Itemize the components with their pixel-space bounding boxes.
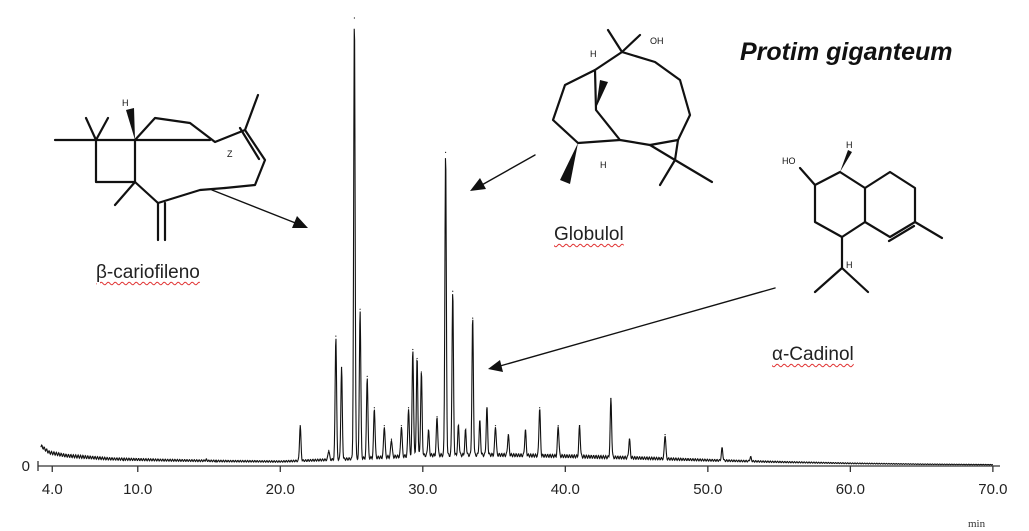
x-tick-label: 20.0 (266, 481, 295, 498)
peak-point (721, 447, 723, 449)
globulol-oh-label: OH (650, 36, 664, 46)
peak-point (494, 425, 497, 427)
peak-point (359, 308, 361, 310)
peak-point (215, 461, 217, 463)
peak-point (578, 425, 581, 427)
globulol-h-label: H (590, 49, 597, 59)
caryophyllene-label: β-cariofileno (96, 262, 200, 283)
x-tick-label: 50.0 (693, 481, 722, 498)
peak-point (445, 151, 447, 153)
caryophyllene-arrow (211, 189, 308, 228)
axes (37, 461, 1000, 472)
peak-point (340, 366, 343, 369)
peak-point (353, 17, 355, 19)
x-tick-label: 4.0 (42, 481, 63, 498)
x-axis-unit-label: min (968, 518, 986, 530)
peak-point (299, 425, 301, 427)
peak-point (749, 456, 752, 458)
peak-point (436, 416, 438, 418)
peak-point (412, 348, 414, 351)
peak-point (539, 407, 541, 409)
x-tick-label: 30.0 (408, 481, 437, 498)
peak-point (373, 407, 375, 409)
chart-title: Protim giganteum (740, 38, 953, 66)
x-tick-label: 40.0 (551, 481, 580, 498)
peak-point (366, 375, 368, 377)
peak-point (664, 434, 666, 436)
peak-point (416, 357, 418, 360)
peak-point (427, 429, 430, 431)
y-tick-label: 0 (22, 458, 30, 475)
cadinol-structure: HO H H (782, 140, 944, 294)
series-line (40, 28, 994, 466)
peak-point (328, 449, 330, 451)
peak-point (122, 460, 125, 462)
globulol-h2-label: H (600, 160, 607, 170)
cadinol-label: α-Cadinol (772, 344, 854, 365)
peak-point (390, 438, 393, 440)
x-tick-label: 70.0 (978, 481, 1007, 498)
tick-labels: 4.0 10.0 20.0 30.0 40.0 50.0 60.0 70.0 0 min (22, 458, 1008, 530)
peak-point (407, 407, 410, 409)
peak-point (486, 407, 488, 409)
cadinol-ho-label: HO (782, 156, 796, 166)
caryophyllene-h-label: H (122, 98, 129, 108)
peak-point (628, 438, 631, 440)
chromatogram-trace (40, 17, 994, 466)
globulol-arrow (470, 154, 536, 191)
globulol-label: Globulol (554, 224, 624, 245)
peak-point (383, 425, 385, 427)
peak-point (335, 335, 337, 337)
peak-point (610, 398, 612, 400)
peak-point (472, 317, 474, 319)
peak-point (420, 371, 422, 373)
cadinol-h-label: H (846, 140, 853, 150)
peak-point (479, 420, 481, 422)
caryophyllene-stereo-label: Z (227, 149, 233, 159)
peak-point (457, 425, 460, 427)
caryophyllene-structure: H Z (53, 93, 267, 242)
peak-point (464, 429, 467, 431)
peak-point (524, 429, 527, 431)
peak-point (507, 434, 509, 436)
x-tick-label: 60.0 (836, 481, 865, 498)
globulol-structure: OH H H (551, 28, 714, 187)
x-tick-label: 10.0 (123, 481, 152, 498)
peak-point (205, 459, 207, 461)
peak-point (400, 425, 403, 427)
cadinol-h2-label: H (846, 260, 853, 270)
peak-point (452, 290, 454, 292)
pointer-arrows (211, 154, 776, 372)
cadinol-arrow (488, 287, 776, 372)
peak-point (557, 425, 559, 427)
